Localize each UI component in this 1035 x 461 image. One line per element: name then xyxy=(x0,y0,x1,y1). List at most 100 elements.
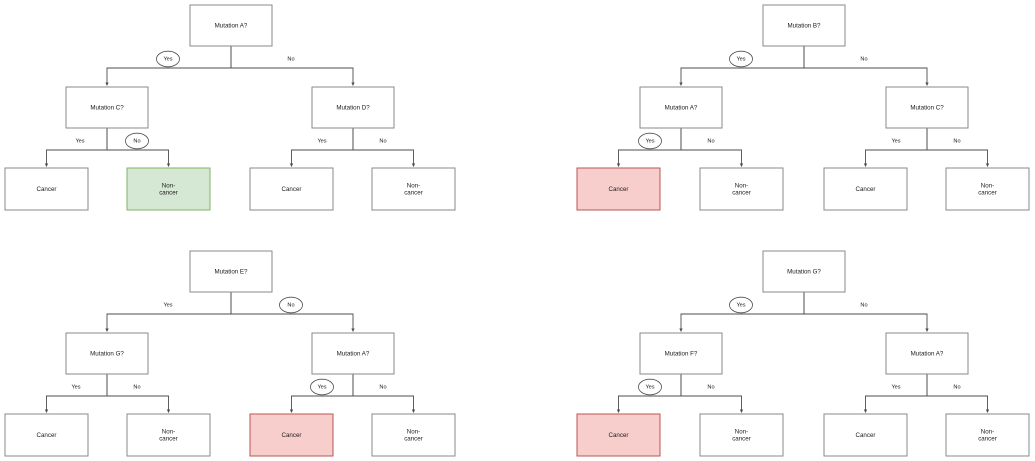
node-box xyxy=(65,332,149,375)
node-box xyxy=(639,332,723,375)
node-box xyxy=(65,86,149,129)
branch-label-text: No xyxy=(707,384,714,390)
node-box xyxy=(762,4,846,47)
edge-label: No xyxy=(133,384,140,390)
branch-label-text: Yes xyxy=(645,138,654,144)
leaf-node[interactable]: Non-cancer xyxy=(371,413,456,457)
decision-node[interactable]: Mutation A? xyxy=(189,4,273,47)
edge-label-highlighted: Yes xyxy=(638,378,662,396)
tree-edge xyxy=(44,128,108,167)
decision-node[interactable]: Mutation A? xyxy=(311,332,395,375)
leaf-node[interactable]: Non-cancer xyxy=(945,167,1030,211)
selection-ellipse xyxy=(638,378,662,396)
decision-node[interactable]: Mutation E? xyxy=(189,250,273,293)
edge-label: No xyxy=(379,138,386,144)
branch-label-text: No xyxy=(379,138,386,144)
node-label: Mutation B? xyxy=(787,22,821,29)
decision-node[interactable]: Mutation F? xyxy=(639,332,723,375)
node-label: Mutation C? xyxy=(90,104,124,111)
decision-node[interactable]: Mutation C? xyxy=(885,86,969,129)
decision-node[interactable]: Mutation A? xyxy=(885,332,969,375)
node-label: Mutation C? xyxy=(910,104,944,111)
node-label: Mutation G? xyxy=(787,268,821,275)
node-box xyxy=(4,413,89,457)
node-box xyxy=(371,413,456,457)
leaf-node[interactable]: Cancer xyxy=(576,167,661,211)
edge-label-highlighted: Yes xyxy=(638,132,662,150)
branch-label-text: Yes xyxy=(736,56,745,62)
tree-edge xyxy=(352,128,416,167)
tree-edge xyxy=(863,128,928,167)
branch-label-text: Yes xyxy=(163,302,172,308)
leaf-node[interactable]: Cancer xyxy=(249,413,334,457)
leaf-node[interactable]: Non-cancer xyxy=(371,167,456,211)
leaf-node[interactable]: Cancer xyxy=(249,167,334,211)
decision-node[interactable]: Mutation C? xyxy=(65,86,149,129)
node-box xyxy=(371,167,456,211)
branch-label-text: No xyxy=(860,302,867,308)
tree-edge xyxy=(106,128,171,167)
tree-edge xyxy=(803,292,929,332)
branch-label-text: No xyxy=(953,384,960,390)
branch-label-text: Yes xyxy=(71,384,80,390)
tree-edge xyxy=(680,374,744,413)
leaf-node[interactable]: Cancer xyxy=(4,167,89,211)
leaf-node[interactable]: Cancer xyxy=(576,413,661,457)
node-label: Cancer xyxy=(856,186,876,193)
node-label: Cancer xyxy=(282,432,302,439)
tree-edge xyxy=(926,374,990,413)
leaf-node[interactable]: Cancer xyxy=(823,167,908,211)
leaf-node[interactable]: Non-cancer xyxy=(126,413,211,457)
edge-label-highlighted: Yes xyxy=(156,50,180,68)
node-box xyxy=(885,332,969,375)
edge-label: Yes xyxy=(71,384,80,390)
selection-ellipse xyxy=(310,378,334,396)
edge-label: Yes xyxy=(891,384,900,390)
tree-edge xyxy=(289,128,354,167)
branch-label-text: No xyxy=(953,138,960,144)
leaf-node[interactable]: Cancer xyxy=(823,413,908,457)
edge-label-highlighted: Yes xyxy=(729,296,753,314)
decision-node[interactable]: Mutation D? xyxy=(311,86,395,129)
node-box xyxy=(311,86,395,129)
edge-label-highlighted: No xyxy=(125,132,149,150)
selection-ellipse xyxy=(125,132,149,150)
edge-label: No xyxy=(379,384,386,390)
branch-label-text: Yes xyxy=(736,302,745,308)
tree-edge xyxy=(230,292,355,332)
decision-node[interactable]: Mutation B? xyxy=(762,4,846,47)
leaf-node[interactable]: Cancer xyxy=(4,413,89,457)
node-box xyxy=(699,167,784,211)
node-label: Cancer xyxy=(856,432,876,439)
decision-node[interactable]: Mutation G? xyxy=(65,332,149,375)
branch-label-text: Yes xyxy=(163,56,172,62)
node-label: Non-cancer xyxy=(732,428,751,442)
edge-label-highlighted: Yes xyxy=(310,378,334,396)
node-label: Cancer xyxy=(37,432,57,439)
edge-label: No xyxy=(707,384,714,390)
decision-node[interactable]: Mutation A? xyxy=(639,86,723,129)
decision-node[interactable]: Mutation G? xyxy=(762,250,846,293)
node-box xyxy=(4,167,89,211)
selection-ellipse xyxy=(279,296,303,314)
node-box xyxy=(126,413,211,457)
node-label: Non-cancer xyxy=(404,182,423,196)
node-label: Non-cancer xyxy=(978,428,997,442)
leaf-node[interactable]: Non-cancer xyxy=(126,167,211,211)
branch-label-text: Yes xyxy=(891,138,900,144)
node-box xyxy=(249,413,334,457)
node-label: Mutation F? xyxy=(665,350,698,357)
leaf-node[interactable]: Non-cancer xyxy=(699,413,784,457)
edge-label: No xyxy=(707,138,714,144)
branch-label-text: No xyxy=(379,384,386,390)
edge-label: No xyxy=(860,302,867,308)
leaf-node[interactable]: Non-cancer xyxy=(945,413,1030,457)
node-box xyxy=(945,167,1030,211)
branch-label-text: Yes xyxy=(317,384,326,390)
branch-label-text: Yes xyxy=(75,138,84,144)
edge-label: No xyxy=(953,384,960,390)
leaf-node[interactable]: Non-cancer xyxy=(699,167,784,211)
tree-edge xyxy=(803,46,929,86)
tree-edge xyxy=(352,374,416,413)
